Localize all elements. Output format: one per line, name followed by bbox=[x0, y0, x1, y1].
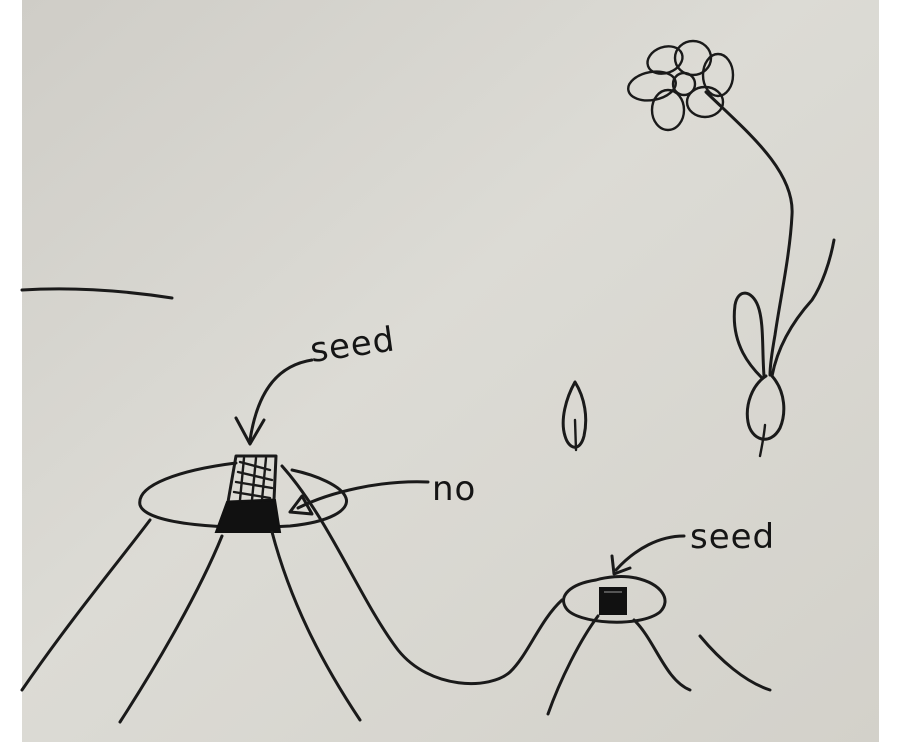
label-seed-right: seed bbox=[690, 517, 775, 557]
label-no: no bbox=[432, 469, 476, 509]
paper-sheet bbox=[22, 0, 879, 742]
